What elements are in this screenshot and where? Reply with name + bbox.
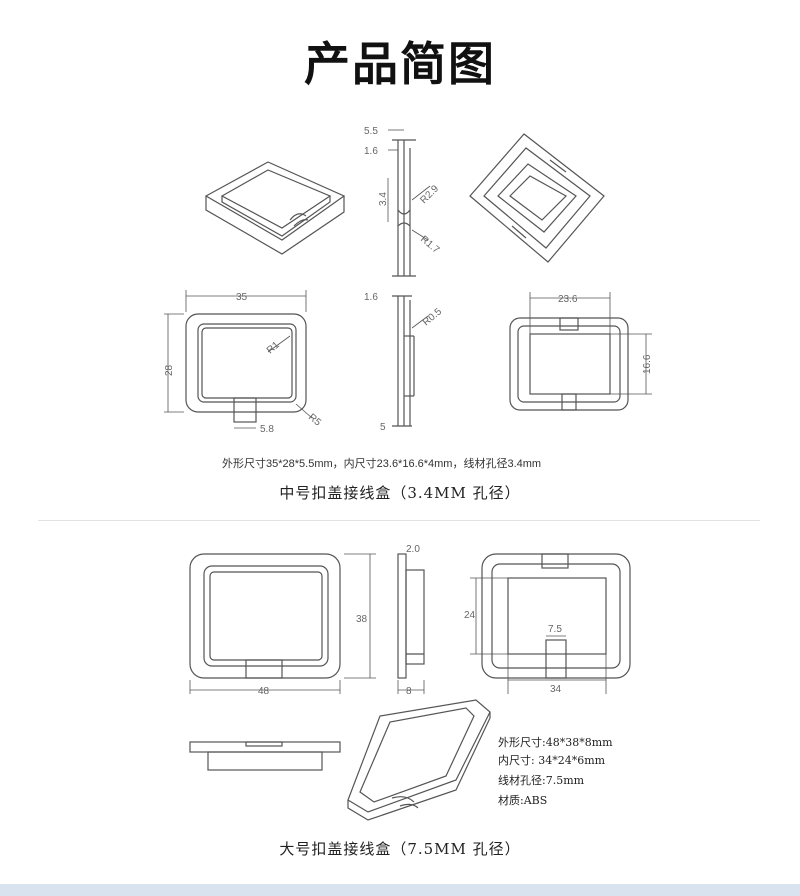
- medium-dim-inner-height: 16.6: [642, 354, 653, 374]
- section-divider: [38, 520, 760, 521]
- medium-front-view: [164, 290, 313, 429]
- large-caption: 大号扣盖接线盒（7.5MM 孔径）: [279, 840, 521, 858]
- large-dim-inner-height: 24: [464, 610, 476, 621]
- large-dim-side-wall: 2.0: [406, 544, 420, 555]
- medium-dim-inner-width: 23.6: [558, 294, 578, 305]
- large-spec-hole: 线材孔径:7.5mm: [498, 774, 585, 787]
- large-spec-material: 材质:ABS: [498, 794, 548, 807]
- large-front-view: [189, 553, 376, 694]
- large-spec-outer: 外形尺寸:48*38*8mm: [498, 736, 613, 749]
- large-bottom-profile: [189, 741, 341, 771]
- large-dim-front-height: 38: [356, 614, 368, 625]
- medium-dim-front-r-outer: R5: [306, 412, 323, 429]
- large-dim-side-depth: 8: [406, 686, 412, 697]
- large-side-view: [397, 553, 425, 694]
- large-dim-inner-width: 34: [550, 684, 562, 695]
- large-dim-inner-slot: 7.5: [548, 624, 562, 635]
- large-iso-box: [347, 699, 491, 821]
- medium-side-view-2: [392, 295, 429, 427]
- medium-dim-side-hole: 3.4: [378, 192, 389, 206]
- medium-inner-frame: [509, 292, 652, 411]
- large-spec-inner: 内尺寸: 34*24*6mm: [498, 754, 606, 767]
- medium-dim-side2-wall: 1.6: [364, 292, 378, 303]
- medium-dim-side-r-inner: R1.7: [418, 234, 442, 256]
- medium-spec-text: 外形尺寸35*28*5.5mm，内尺寸23.6*16.6*4mm，线材孔径3.4…: [222, 458, 542, 470]
- medium-dim-side-top: 5.5: [364, 126, 378, 137]
- page-title: 产品简图: [304, 37, 496, 91]
- medium-dim-side2-base: 5: [380, 422, 386, 433]
- medium-dim-side-r-outer: R2.9: [418, 183, 441, 206]
- large-inner-frame: [470, 553, 631, 694]
- medium-iso-box: [204, 161, 346, 255]
- bottom-bar: [0, 884, 800, 896]
- medium-dim-front-width: 35: [236, 292, 248, 303]
- medium-dim-front-height: 28: [164, 364, 175, 376]
- medium-caption: 中号扣盖接线盒（3.4MM 孔径）: [279, 484, 521, 502]
- medium-iso-frame: [469, 133, 605, 263]
- medium-dim-front-r-inner: R1: [265, 339, 282, 356]
- medium-dim-side2-r: R0.5: [421, 306, 445, 328]
- large-dim-front-width: 48: [258, 686, 270, 697]
- medium-dim-front-slot: 5.8: [260, 424, 274, 435]
- medium-dim-side-wall: 1.6: [364, 146, 378, 157]
- medium-side-profile: [387, 129, 431, 277]
